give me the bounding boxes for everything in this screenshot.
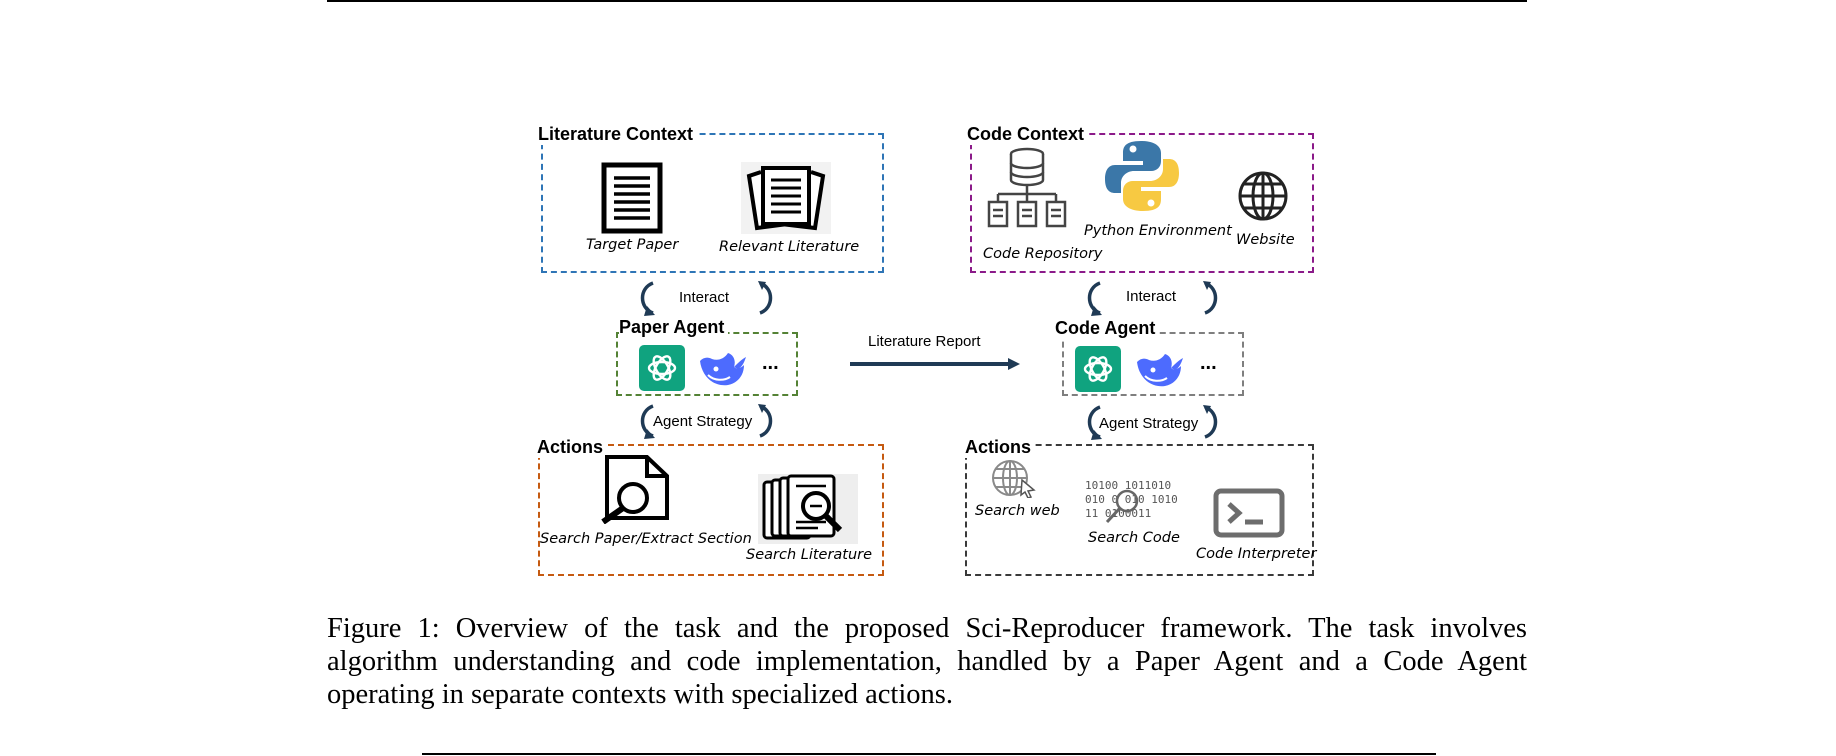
literature-context-box [541, 133, 884, 273]
deepseek-whale-icon [1137, 354, 1183, 387]
binary-line: 010 0 010 1010 [1085, 493, 1178, 506]
curved-arrow-icon [640, 281, 655, 316]
search-literature-icon [758, 474, 858, 544]
search-literature-label: Search Literature [746, 547, 873, 563]
code-context-box [970, 133, 1314, 273]
interact-right-label: Interact [1126, 288, 1177, 305]
bottom-rule [422, 753, 1436, 755]
curved-arrow-icon [1203, 405, 1218, 439]
agent-strategy-left-label: Agent Strategy [653, 413, 753, 430]
curved-arrow-icon [758, 404, 773, 438]
deepseek-whale-icon [700, 353, 746, 386]
code-actions-box [965, 444, 1314, 576]
magnifier-icon [1105, 489, 1139, 524]
code-agent-more: ... [1200, 352, 1217, 374]
chatgpt-logo-icon [639, 345, 685, 391]
top-rule [327, 0, 1527, 2]
interact-left-label: Interact [679, 289, 730, 306]
binary-search-icon: 10100 1011010 010 0 010 1010 11 0100011 [1085, 479, 1181, 525]
binary-line: 10100 1011010 [1085, 479, 1172, 492]
target-paper-label: Target Paper [586, 237, 679, 253]
code-actions-title: Actions [965, 437, 1036, 458]
code-agent-title: Code Agent [1055, 318, 1160, 339]
curved-arrow-icon [1203, 281, 1218, 315]
search-document-icon [601, 455, 669, 524]
curved-arrow-icon [758, 281, 773, 315]
web-search-icon [992, 460, 1036, 498]
curved-arrow-icon [1087, 405, 1102, 440]
paper-actions-title: Actions [537, 437, 608, 458]
document-icon [601, 162, 663, 234]
literature-report-label: Literature Report [868, 333, 981, 350]
python-environment-label: Python Environment [1084, 223, 1232, 239]
database-hierarchy-icon [987, 147, 1067, 228]
paper-agent-more: ... [762, 352, 779, 374]
chatgpt-logo-icon [1075, 346, 1121, 392]
relevant-literature-label: Relevant Literature [719, 239, 860, 255]
globe-icon [1238, 171, 1288, 221]
paper-actions-box [538, 444, 884, 576]
terminal-icon [1213, 488, 1285, 538]
search-paper-extract-section-label: Search Paper/Extract Section [540, 531, 752, 547]
figure-caption: Figure 1: Overview of the task and the p… [327, 613, 1527, 710]
website-label: Website [1236, 232, 1295, 248]
paper-agent-title: Paper Agent [619, 317, 729, 338]
documents-stack-icon [741, 162, 831, 234]
code-context-title: Code Context [967, 124, 1088, 145]
search-web-label: Search web [975, 503, 1060, 519]
curved-arrow-icon [1087, 281, 1102, 316]
curved-arrow-icon [640, 404, 655, 439]
right-arrow-icon [850, 358, 1020, 370]
search-code-label: Search Code [1088, 530, 1180, 546]
code-repository-label: Code Repository [983, 246, 1103, 262]
python-logo-icon [1105, 141, 1179, 211]
agent-strategy-right-label: Agent Strategy [1099, 415, 1199, 432]
literature-context-title: Literature Context [538, 124, 698, 145]
code-interpreter-label: Code Interpreter [1196, 546, 1317, 562]
